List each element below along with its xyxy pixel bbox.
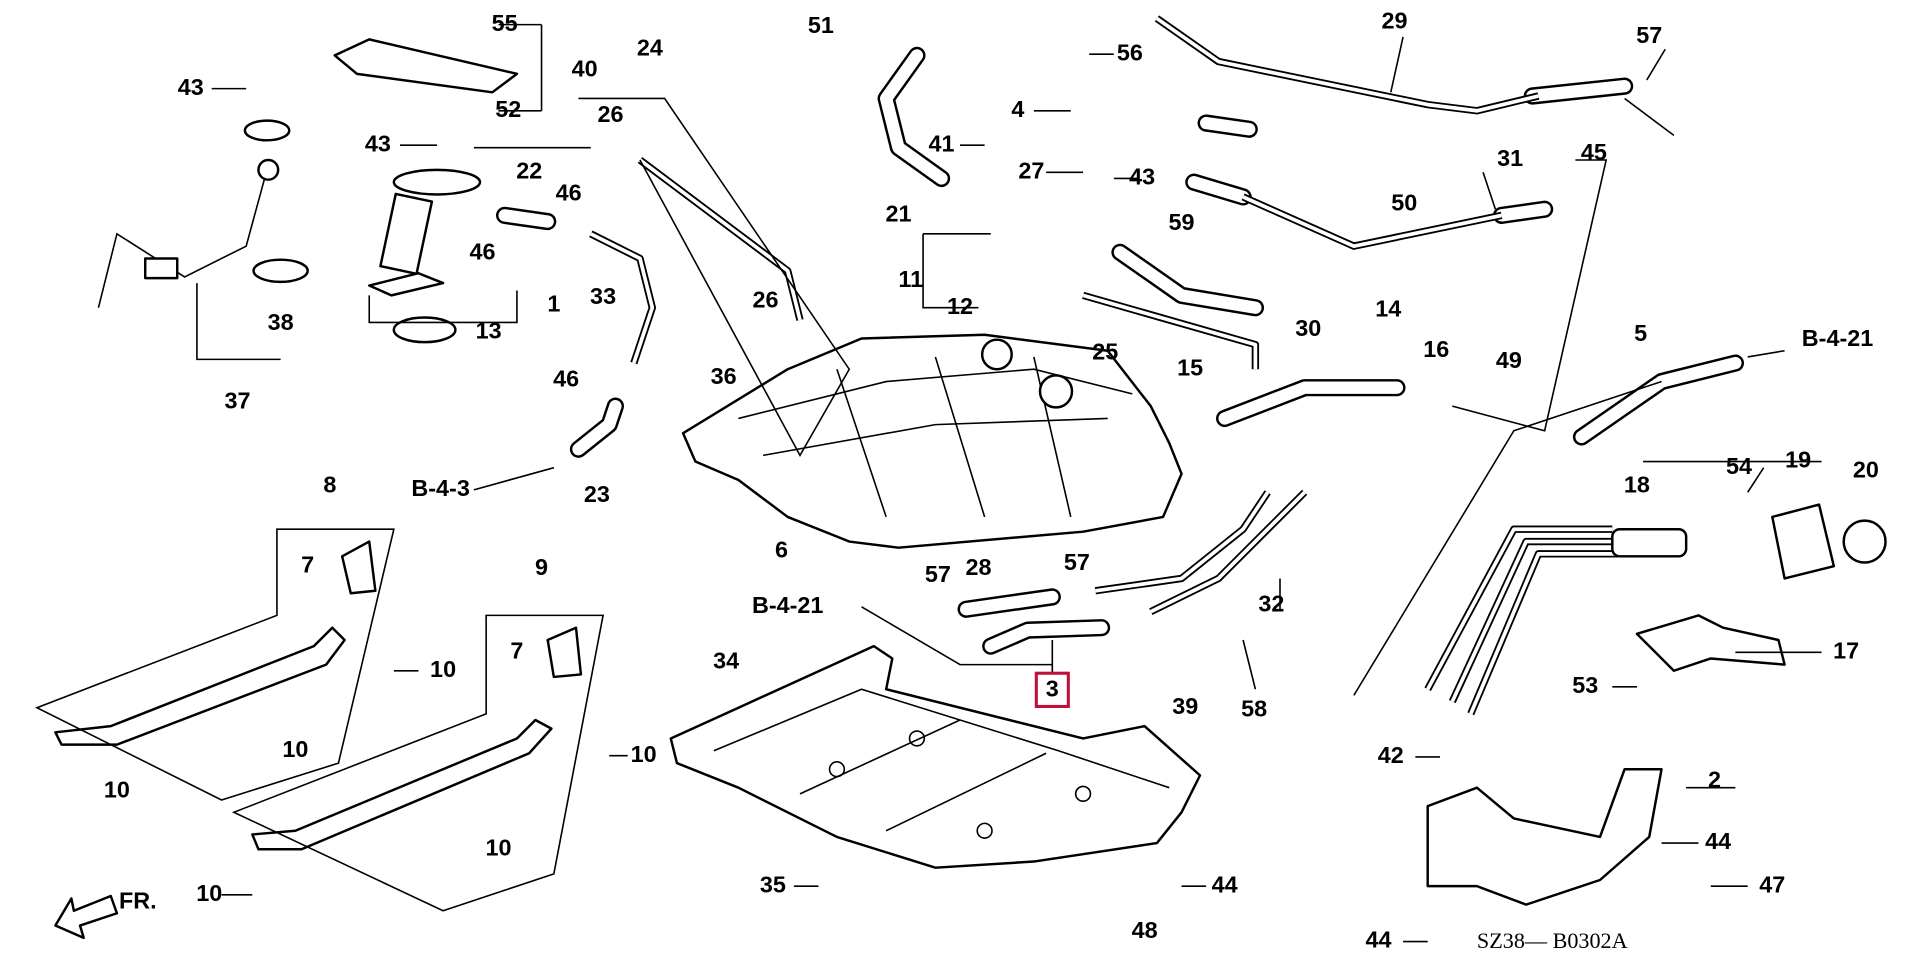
callout[interactable]: 10 [104,777,130,803]
callout[interactable]: 10 [631,741,657,767]
callout[interactable]: 13 [476,317,502,343]
fuel-pump-part[interactable] [97,24,591,361]
callout[interactable]: 26 [753,287,779,313]
leader-lines [211,23,1822,943]
callout[interactable]: 32 [1258,591,1284,617]
callout[interactable]: 45 [1581,139,1607,165]
callout[interactable]: 33 [590,283,616,309]
callout[interactable]: 43 [1129,164,1155,190]
callout[interactable]: 10 [485,834,511,860]
callout[interactable]: 59 [1169,209,1195,235]
callout[interactable]: 43 [365,130,391,156]
callout[interactable]: 54 [1726,453,1752,479]
callout[interactable]: 16 [1423,336,1449,362]
ref-b-4-21[interactable]: B-4-21 [752,592,823,618]
callout[interactable]: 58 [1241,695,1267,721]
callout[interactable]: 57 [1636,22,1662,48]
fuel-lines[interactable] [589,15,1887,906]
ref-b-4-21[interactable]: B-4-21 [1802,325,1873,351]
callout[interactable]: 17 [1833,637,1859,663]
callout[interactable]: 24 [637,34,663,60]
callout[interactable]: 2 [1708,767,1721,793]
callout[interactable]: 11 [898,266,923,292]
callout[interactable]: 22 [516,157,542,183]
callout[interactable]: 38 [268,309,294,335]
callout[interactable]: 25 [1092,338,1118,364]
tank-strap-part[interactable] [34,528,605,912]
callout[interactable]: 55 [492,10,518,36]
callout[interactable]: 44 [1212,871,1238,897]
callout[interactable]: 57 [1064,549,1090,575]
callout[interactable]: 5 [1634,320,1647,346]
callout[interactable]: 34 [713,647,739,673]
callout[interactable]: 41 [929,130,955,156]
callout[interactable]: 44 [1705,828,1731,854]
front-label: FR. [119,887,157,913]
callout[interactable]: 9 [535,554,548,580]
callout[interactable]: 12 [947,293,973,319]
callout[interactable]: 8 [323,471,336,497]
callout[interactable]: 46 [556,180,582,206]
callout[interactable]: 46 [553,365,579,391]
ref-b-4-3[interactable]: B-4-3 [411,475,469,501]
callout[interactable]: 21 [885,201,911,227]
callout[interactable]: 46 [469,239,495,265]
callout[interactable]: 42 [1378,742,1404,768]
callout[interactable]: 10 [196,880,222,906]
callout[interactable]: 37 [225,388,251,414]
fuel-tank-part[interactable] [681,333,1183,549]
front-direction-arrow: FR. [54,887,157,940]
callout[interactable]: 39 [1172,693,1198,719]
callout[interactable]: 10 [282,736,308,762]
callout[interactable]: 26 [597,101,623,127]
callout[interactable]: 15 [1177,354,1203,380]
callout[interactable]: 53 [1572,672,1598,698]
callout[interactable]: 56 [1117,39,1143,65]
callout[interactable]: 6 [775,537,788,563]
diagram-code: SZ38— B0302A [1477,928,1628,953]
callout[interactable]: 48 [1132,917,1158,943]
callout[interactable]: 49 [1496,347,1522,373]
callout[interactable]: 1 [547,290,560,316]
callout[interactable]: 19 [1785,447,1811,473]
callout[interactable]: 47 [1759,871,1785,897]
callout[interactable]: 31 [1497,145,1523,171]
callout-highlighted[interactable]: 3 [1046,676,1059,702]
callout[interactable]: 50 [1391,189,1417,215]
callout[interactable]: 43 [178,74,204,100]
callout[interactable]: 20 [1853,457,1879,483]
callout[interactable]: 36 [711,363,737,389]
callout[interactable]: 28 [965,554,991,580]
callout[interactable]: 10 [430,656,456,682]
tank-undercover-part[interactable] [669,644,1202,869]
callout[interactable]: 4 [1011,96,1024,122]
callout[interactable]: 40 [572,55,598,81]
callouts: 55 40 52 43 43 24 26 22 46 46 1 13 38 37… [104,7,1879,952]
callout[interactable]: 35 [760,871,786,897]
callout[interactable]: 14 [1375,295,1401,321]
highlighted-part-box[interactable] [1034,671,1070,709]
callout[interactable]: 7 [301,551,314,577]
callout[interactable]: 57 [925,561,951,587]
callout[interactable]: 44 [1365,927,1391,953]
callout[interactable]: 52 [495,96,521,122]
fuel-hoses[interactable] [496,46,1744,655]
callout[interactable]: 51 [808,12,834,38]
callout[interactable]: 29 [1381,7,1407,33]
callout[interactable]: 30 [1295,315,1321,341]
callout[interactable]: 23 [584,481,610,507]
callout[interactable]: 27 [1018,157,1044,183]
callout[interactable]: 7 [510,637,523,663]
callout[interactable]: 18 [1624,471,1650,497]
